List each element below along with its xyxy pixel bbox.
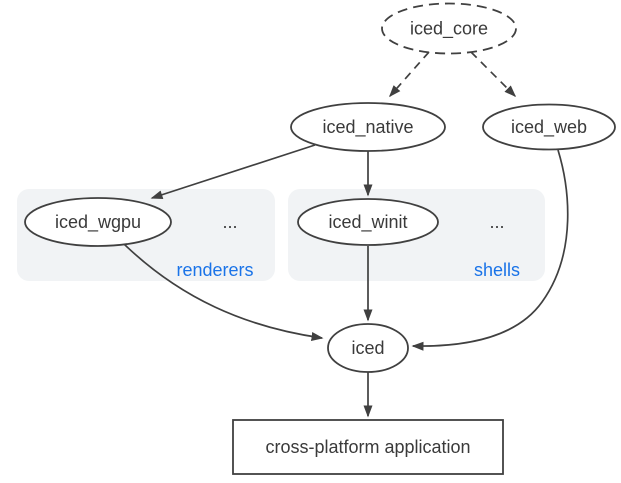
- iced-wgpu-ellipse: [24, 197, 172, 247]
- shells-ellipsis: ...: [489, 212, 504, 232]
- shells-group-label: shells: [474, 260, 520, 280]
- edge-core-to-native: [389, 51, 430, 98]
- edges: [123, 51, 569, 418]
- iced-core-label: iced_core: [410, 19, 488, 40]
- renderers-ellipsis: ...: [222, 212, 237, 232]
- iced-ellipse: [327, 323, 409, 373]
- app-rect: [232, 419, 504, 475]
- iced-web-ellipse: [482, 103, 616, 151]
- node-iced-wgpu: iced_wgpu: [24, 197, 172, 247]
- app-label: cross-platform application: [265, 437, 470, 457]
- iced-winit-ellipse: [297, 198, 439, 246]
- node-iced-native: iced_native: [290, 102, 446, 152]
- node-iced-winit: iced_winit: [297, 198, 439, 246]
- edge-web-to-iced: [411, 149, 569, 351]
- node-cross-platform-application: cross-platform application: [232, 419, 504, 475]
- iced-winit-label: iced_winit: [328, 212, 407, 233]
- node-iced: iced: [327, 323, 409, 373]
- iced-web-label: iced_web: [511, 117, 587, 138]
- iced-core-ellipse: [381, 2, 517, 55]
- edge-core-to-web: [470, 51, 517, 98]
- renderers-group-label: renderers: [176, 260, 253, 280]
- iced-wgpu-label: iced_wgpu: [55, 212, 141, 233]
- iced-native-label: iced_native: [322, 117, 413, 138]
- node-iced-core: iced_core: [381, 2, 517, 55]
- iced-label: iced: [351, 338, 384, 358]
- edge-wgpu-to-iced: [123, 243, 324, 341]
- iced-native-ellipse: [290, 102, 446, 152]
- edge-native-to-wgpu: [150, 144, 316, 200]
- node-iced-web: iced_web: [482, 103, 616, 151]
